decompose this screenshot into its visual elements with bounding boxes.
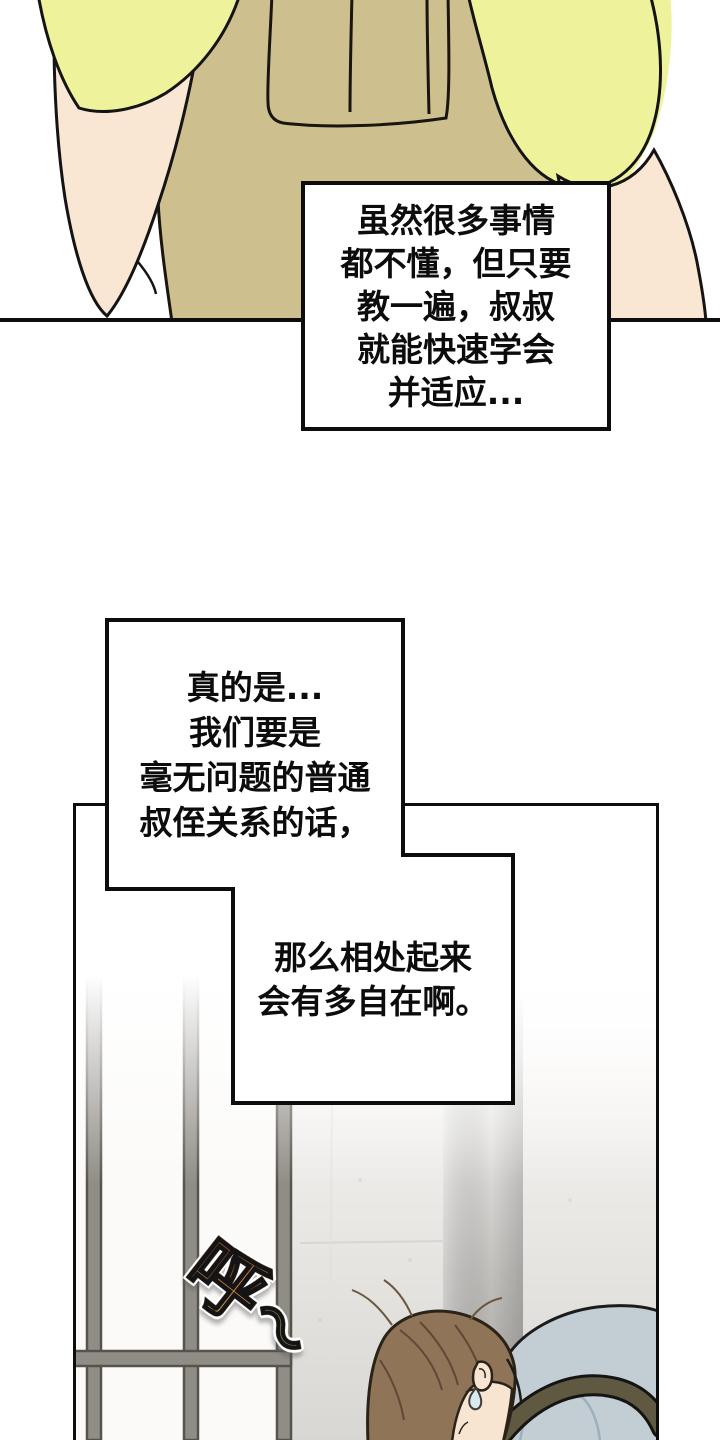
speech-bubble-1-text: 虽然很多事情 都不懂，但只要 教一遍，叔叔 就能快速学会 并适应... (340, 200, 572, 412)
apron-pocket-fold2 (425, 0, 431, 115)
stray-hair (469, 1297, 503, 1321)
stray-hair (351, 1289, 393, 1326)
hair-strand (379, 1359, 405, 1421)
hair-strand (419, 1321, 459, 1386)
stray-hair (383, 1279, 413, 1317)
apron-pocket-fold1 (348, 0, 354, 113)
strap (487, 1377, 658, 1440)
wall-speck (318, 1318, 322, 1322)
wall-speck (568, 1198, 572, 1202)
speech-bubble-3-text: 那么相处起来 会有多自在啊。 (257, 938, 489, 1021)
hair-strand (399, 1329, 443, 1391)
ear (471, 1360, 494, 1392)
nose-line (458, 1421, 469, 1435)
collar-line (505, 1358, 523, 1403)
sweat-drop-icon (468, 1386, 483, 1411)
speech-bubble-2-text: 真的是... 我们要是 毫无问题的普通 叔侄关系的话， (139, 667, 371, 842)
character-uncle (351, 1279, 658, 1440)
left-sleeve (37, 0, 240, 113)
speech-bubble-1 (301, 181, 611, 431)
ear-inner (478, 1368, 486, 1379)
elbow-crease (137, 261, 158, 295)
apron-pocket (266, 0, 451, 128)
wall-speck (408, 1258, 412, 1262)
